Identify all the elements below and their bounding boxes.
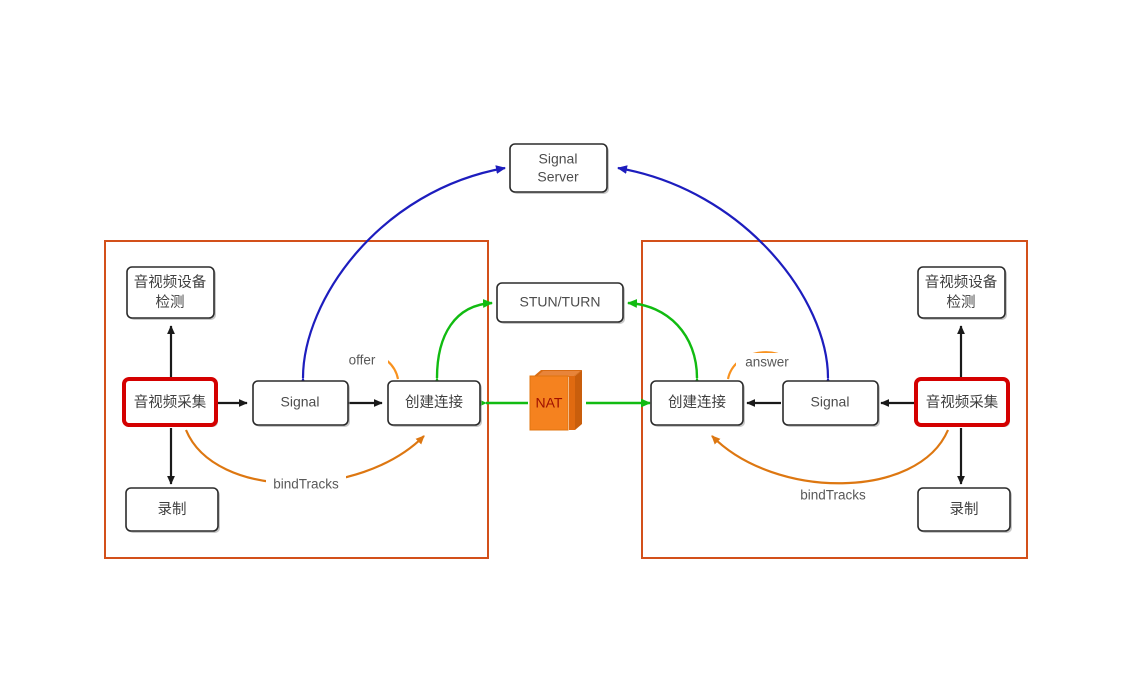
node-right-signal[interactable]: Signal [782,380,880,427]
right-create-connection-label: 创建连接 [668,394,726,411]
node-stun-turn[interactable]: STUN/TURN [496,282,625,324]
node-left-device-check[interactable]: 音视频设备 检测 [126,266,216,320]
right-device-check-label-line1: 音视频设备 [925,274,998,291]
right-record-label: 录制 [950,501,979,518]
left-signal-label: Signal [281,394,320,410]
stun-turn-label: STUN/TURN [520,294,601,310]
right-device-check-label-line2: 检测 [947,294,976,311]
answer-label-bg [736,353,798,371]
node-right-record[interactable]: 录制 [917,487,1012,533]
node-left-capture[interactable]: 音视频采集 [122,377,218,427]
left-device-check-label-line2: 检测 [156,294,185,311]
node-right-create-connection[interactable]: 创建连接 [650,380,745,427]
node-left-signal[interactable]: Signal [252,380,350,427]
bindtracks-left-label: bindTracks [273,477,339,492]
edge-bindtracks-right [711,429,950,485]
edge-left-conn-to-stun [432,299,493,388]
left-capture-label: 音视频采集 [134,394,207,411]
node-right-device-check[interactable]: 音视频设备 检测 [917,266,1007,320]
left-device-check-label-line1: 音视频设备 [134,274,207,291]
edge-right-signal-to-server [617,165,833,388]
nat-label: NAT [536,395,563,411]
node-left-create-connection[interactable]: 创建连接 [387,380,482,427]
answer-label: answer [745,355,789,370]
signal-server-label-line1: Signal [539,151,578,167]
bindtracks-right-label-bg [793,486,873,504]
right-signal-label: Signal [811,394,850,410]
offer-label: offer [349,353,376,368]
node-signal-server[interactable]: Signal Server [509,143,609,194]
node-nat[interactable]: NAT [529,370,582,431]
node-left-record[interactable]: 录制 [125,487,220,533]
offer-label-bg [338,351,388,369]
left-record-label: 录制 [158,501,187,518]
bindtracks-right-label: bindTracks [800,488,866,503]
node-right-capture[interactable]: 音视频采集 [914,377,1010,427]
left-create-connection-label: 创建连接 [405,394,463,411]
edge-right-conn-to-stun [627,299,702,388]
edge-left-signal-to-server [298,165,506,388]
left-peer-container [104,240,489,559]
signal-server-label-line2: Server [537,169,579,185]
right-capture-label: 音视频采集 [926,394,999,411]
bindtracks-left-label-bg [266,475,346,493]
